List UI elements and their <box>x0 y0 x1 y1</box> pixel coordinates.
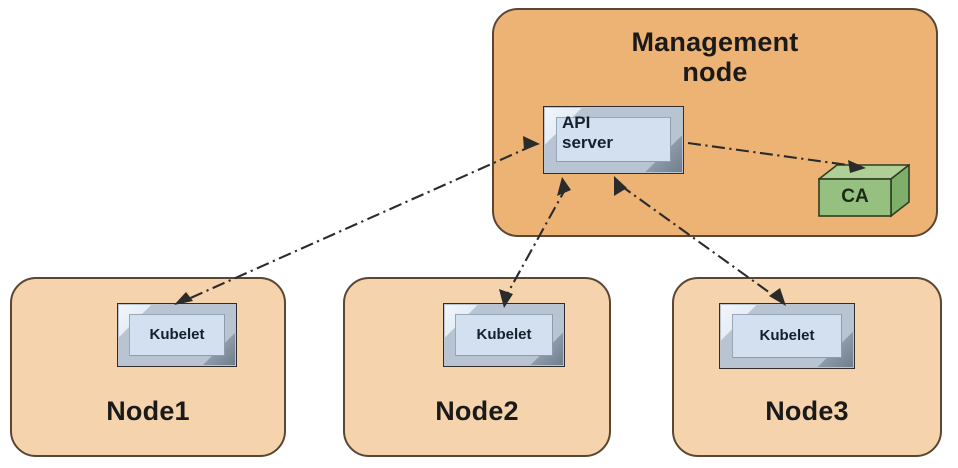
kubelet-node3-box[interactable] <box>719 303 855 369</box>
node3-label: Node3 <box>765 396 849 426</box>
ca-box[interactable] <box>816 163 912 218</box>
kubelet-node3-face <box>732 314 842 358</box>
management-node-label: Management node <box>631 27 799 88</box>
kubelet-node1-face <box>129 314 225 356</box>
node2-label: Node2 <box>435 396 519 426</box>
api-server-box[interactable] <box>543 106 684 174</box>
kubelet-node1-box[interactable] <box>117 303 237 367</box>
ca-box-shape <box>816 163 912 218</box>
kubelet-node2-box[interactable] <box>443 303 565 367</box>
node1-label: Node1 <box>106 396 190 426</box>
kubelet-node2-face <box>455 314 553 356</box>
api-server-face <box>556 117 671 162</box>
